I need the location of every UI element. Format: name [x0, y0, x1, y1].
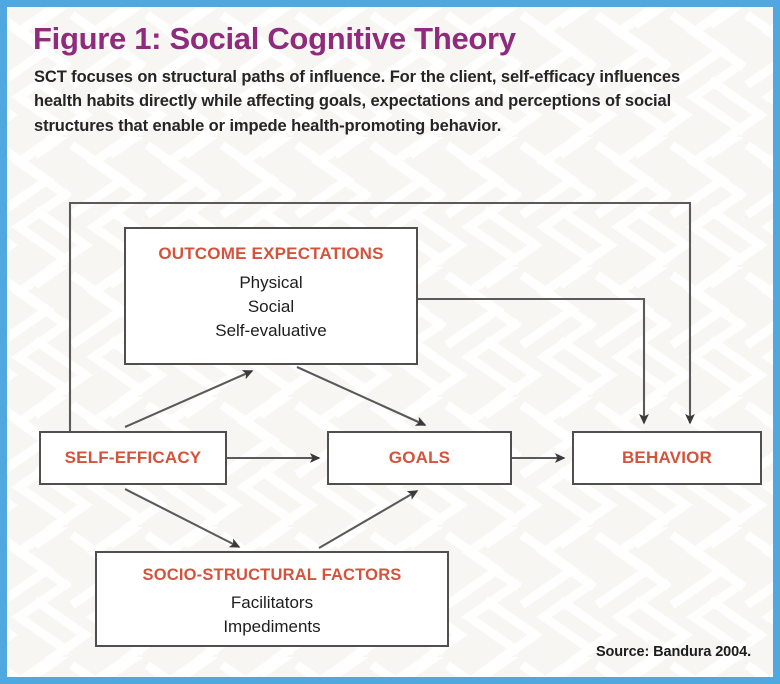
page-title: Figure 1: Social Cognitive Theory	[33, 21, 516, 56]
edge-outcome-to-behavior	[418, 297, 649, 425]
node-line: Self-evaluative	[215, 321, 327, 341]
edge-outcome-to-goals	[296, 366, 427, 426]
node-self-efficacy: SELF-EFFICACY	[39, 431, 227, 485]
source-note: Source: Bandura 2004.	[595, 644, 751, 660]
node-heading: OUTCOME EXPECTATIONS	[158, 244, 384, 263]
edge-socio-to-goals	[318, 490, 419, 549]
figure-content: Figure 1: Social Cognitive Theory SCT fo…	[7, 7, 773, 677]
edge-self-efficacy-to-socio	[124, 488, 241, 548]
node-heading: BEHAVIOR	[621, 448, 713, 467]
edge-self-efficacy-to-behavior	[68, 201, 695, 431]
node-line: Facilitators	[230, 593, 314, 612]
node-socio-structural-factors: SOCIO-STRUCTURAL FACTORS Facilitators Im…	[95, 551, 449, 647]
node-line: Social	[247, 297, 295, 317]
edge-self-efficacy-to-outcome	[124, 370, 254, 428]
node-heading: SELF-EFFICACY	[64, 448, 202, 467]
node-heading: GOALS	[388, 448, 451, 467]
node-goals: GOALS	[327, 431, 512, 485]
node-line: Physical	[239, 273, 303, 292]
node-behavior: BEHAVIOR	[572, 431, 762, 485]
figure-description: SCT focuses on structural paths of influ…	[34, 68, 681, 135]
diagram-arrow-layer	[68, 201, 695, 549]
node-outcome-expectations: OUTCOME EXPECTATIONS Physical Social Sel…	[124, 227, 418, 365]
node-heading: SOCIO-STRUCTURAL FACTORS	[142, 566, 402, 584]
node-line: Impediments	[223, 617, 321, 637]
